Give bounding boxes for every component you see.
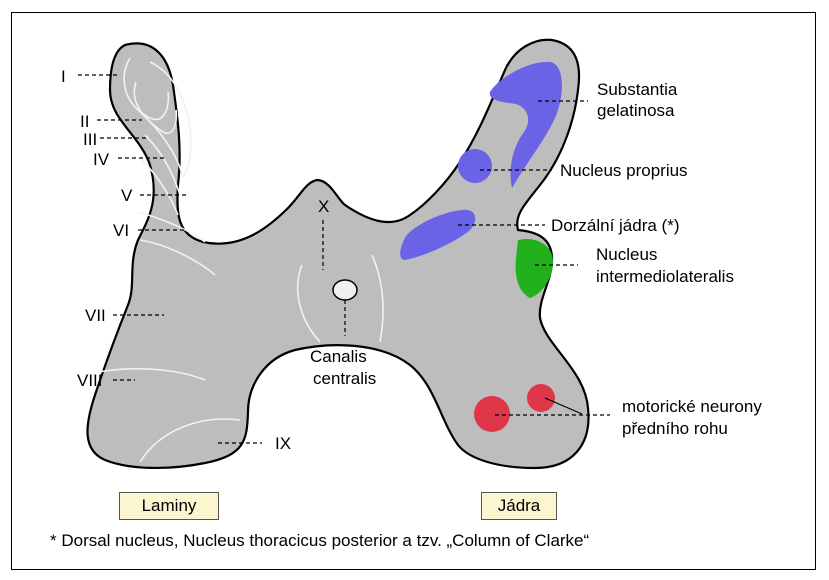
intermediolateral-label-2: intermediolateralis xyxy=(596,267,734,286)
laminae-legend-box: Laminy xyxy=(119,492,219,520)
motor-neurons-label-1: motorické neurony xyxy=(622,397,762,416)
intermediolateral-label-1: Nucleus xyxy=(596,245,657,264)
lamina-IX-label: IX xyxy=(275,434,291,453)
lamina-III-label: III xyxy=(83,130,97,149)
motor-neuron-region-2 xyxy=(527,384,555,412)
lamina-X-label: X xyxy=(318,197,329,216)
substantia-gelatinosa-label-2: gelatinosa xyxy=(597,101,675,120)
gray-matter xyxy=(87,40,588,468)
motor-neuron-region-1 xyxy=(474,396,510,432)
dorsal-nuclei-label: Dorzální jádra (*) xyxy=(551,216,680,235)
lamina-I-label: I xyxy=(61,67,66,86)
nuclei-legend-box: Jádra xyxy=(481,492,557,520)
motor-neurons-label-2: předního rohu xyxy=(622,419,728,438)
lamina-IV-label: IV xyxy=(93,150,110,169)
substantia-gelatinosa-label-1: Substantia xyxy=(597,80,678,99)
footnote: * Dorsal nucleus, Nucleus thoracicus pos… xyxy=(50,531,589,551)
canal-label-line2: centralis xyxy=(313,369,376,388)
central-canal xyxy=(333,280,357,300)
lamina-V-label: V xyxy=(121,186,133,205)
nucleus-proprius-label: Nucleus proprius xyxy=(560,161,688,180)
lamina-VIII-label: VIII xyxy=(77,371,103,390)
lamina-VII-label: VII xyxy=(85,306,106,325)
intermediolateral-region xyxy=(516,239,553,298)
lamina-VI-label: VI xyxy=(113,221,129,240)
lamina-II-label: II xyxy=(80,112,89,131)
canal-label-line1: Canalis xyxy=(310,347,367,366)
nucleus-proprius-region xyxy=(458,149,492,183)
